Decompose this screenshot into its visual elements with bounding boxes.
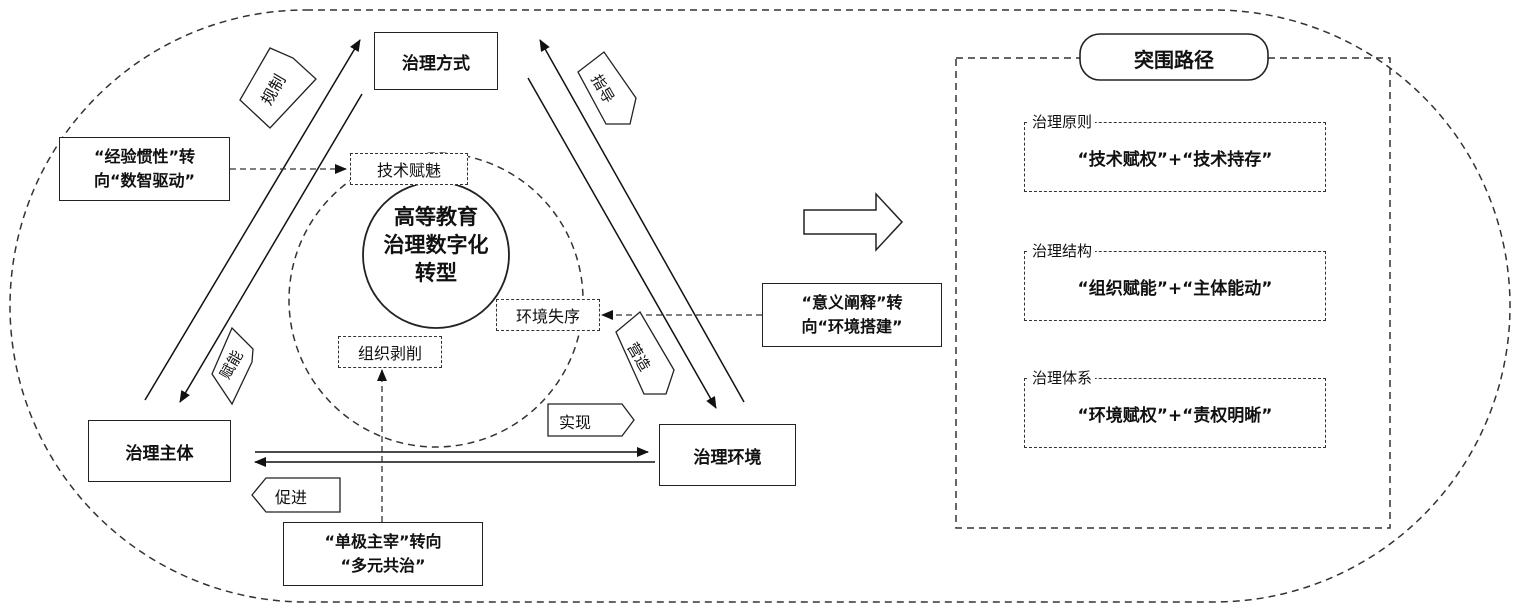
- empower-arrow: [179, 93, 363, 403]
- system-label: 治理体系: [1029, 367, 1096, 388]
- problem-env-disorder: 环境失序: [496, 299, 600, 331]
- shift-single: “单极主宰”转向 “多元共治”: [283, 522, 483, 586]
- node-method: 治理方式: [374, 32, 498, 90]
- create-tag: [615, 311, 675, 395]
- realize-label: 实现: [559, 413, 592, 432]
- shift-meaning: “意义阐释”转 向“环境搭建”: [762, 283, 942, 347]
- breakthrough-item-structure: 治理结构 “组织赋能”+“主体能动”: [1024, 240, 1326, 321]
- outer-boundary: [9, 9, 1511, 603]
- structure-content: “组织赋能”+“主体能动”: [1077, 279, 1273, 299]
- problem-org-deprive: 组织剥削: [338, 336, 442, 368]
- guide-arrow: [539, 39, 745, 403]
- shift-experience: “经验惯性”转 向“数智驱动”: [59, 137, 230, 201]
- breakthrough-item-principle: 治理原则 “技术赋权”+“技术持存”: [1024, 111, 1326, 192]
- principle-label: 治理原则: [1029, 111, 1096, 132]
- center-line-3: 转型: [415, 261, 457, 285]
- realize-tag: [547, 403, 635, 437]
- regulate-arrow: [144, 39, 361, 401]
- promote-label: 促进: [275, 488, 308, 507]
- shift-experience-line1: “经验惯性”转: [93, 147, 196, 166]
- center-line-1: 高等教育: [394, 205, 478, 229]
- shift-meaning-line1: “意义阐释”转: [801, 293, 903, 312]
- empower-tag: [211, 326, 254, 406]
- shift-single-line2: “多元共治”: [340, 556, 426, 575]
- system-content: “环境赋权”+“责权明晰”: [1077, 406, 1273, 426]
- shift-meaning-line2: 向“环境搭建”: [801, 317, 903, 336]
- center-line-2: 治理数字化: [383, 233, 489, 257]
- structure-label: 治理结构: [1029, 240, 1096, 261]
- problem-tech-enchant: 技术赋魅: [350, 153, 468, 185]
- breakthrough-title-pill: [1079, 33, 1269, 81]
- transition-arrow: [803, 192, 904, 252]
- promote-tag: [251, 477, 341, 513]
- regulate-tag: [239, 47, 317, 129]
- create-arrow: [527, 77, 717, 409]
- breakthrough-title: 突围路径: [1134, 48, 1214, 72]
- node-environment: 治理环境: [659, 424, 796, 486]
- node-subject: 治理主体: [88, 420, 231, 482]
- shift-experience-line2: 向“数智驱动”: [93, 171, 196, 190]
- guide-tag: [577, 51, 637, 125]
- breakthrough-item-system: 治理体系 “环境赋权”+“责权明晰”: [1024, 367, 1326, 448]
- shift-single-line1: “单极主宰”转向: [324, 532, 442, 551]
- center-title: 高等教育 治理数字化 转型: [363, 203, 509, 287]
- principle-content: “技术赋权”+“技术持存”: [1077, 150, 1273, 170]
